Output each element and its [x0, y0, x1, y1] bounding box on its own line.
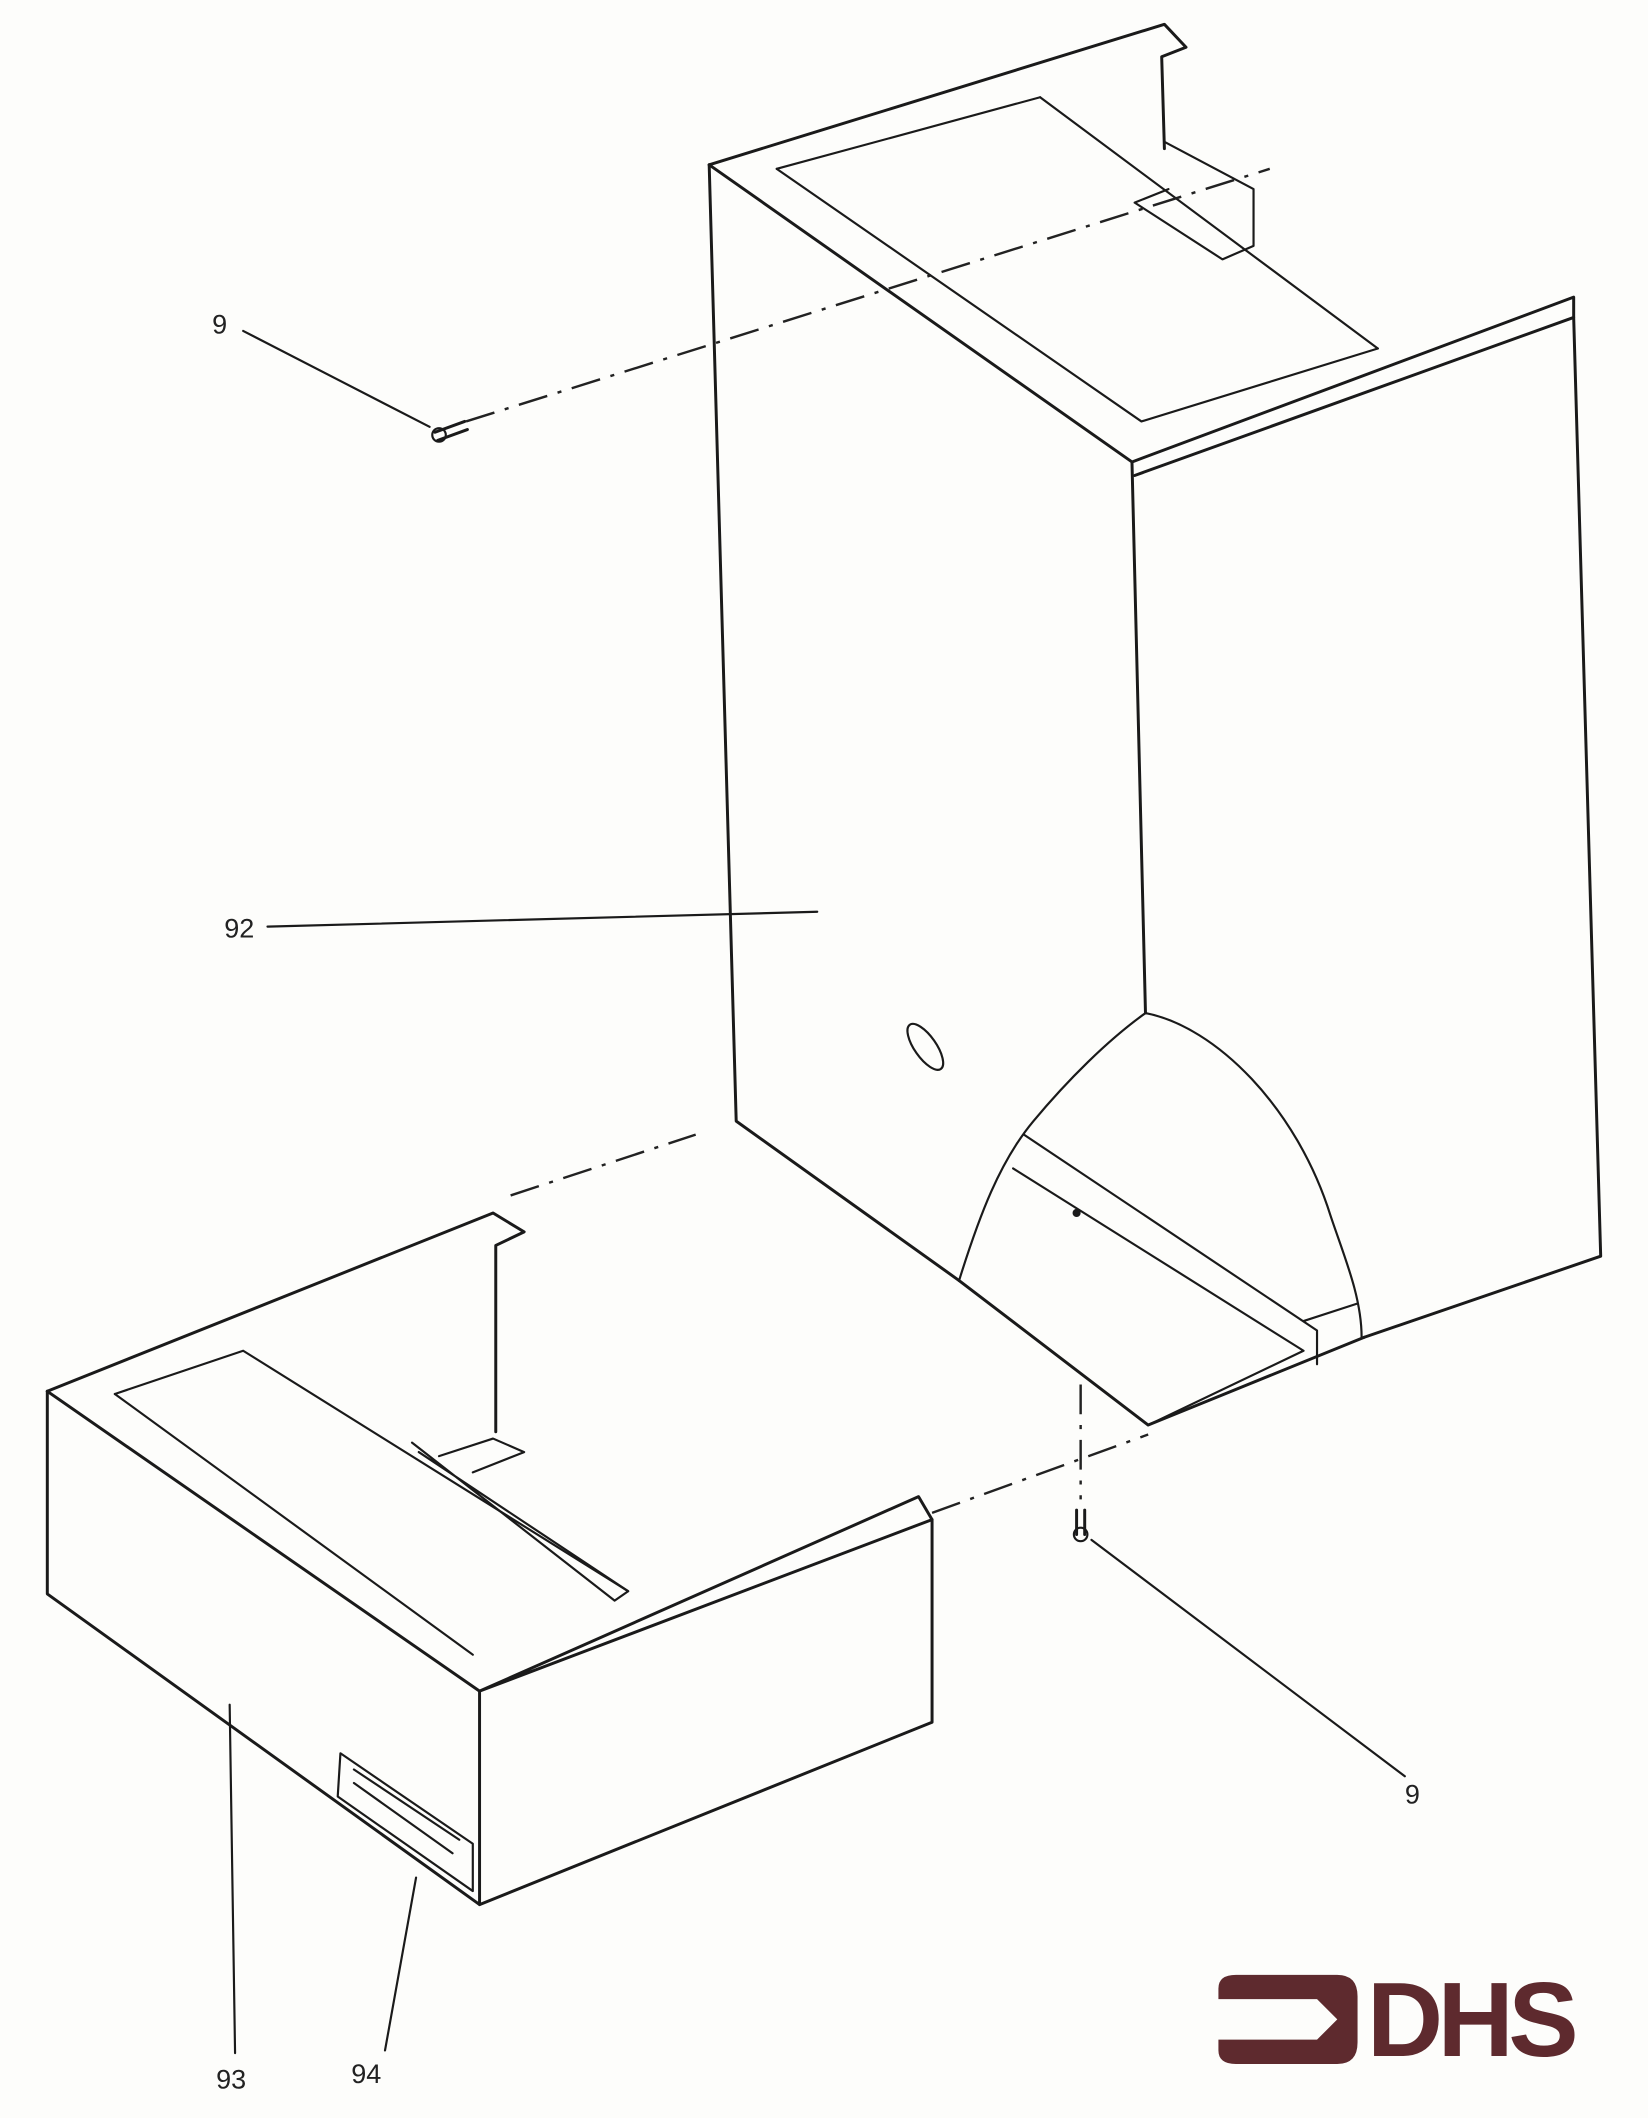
callout-9-top: 9 — [212, 310, 227, 340]
callout-9-bottom: 9 — [1405, 1779, 1420, 1809]
callout-94: 94 — [351, 2059, 381, 2089]
leader-lines — [228, 329, 1406, 2055]
assembly-lines — [465, 167, 1271, 1515]
callout-93: 93 — [216, 2064, 246, 2094]
callout-92: 92 — [224, 913, 254, 943]
dhs-logo: DHS — [1218, 1962, 1581, 2079]
screw-icon — [431, 419, 469, 443]
cabinet-part-92 — [707, 22, 1603, 1427]
screw-icon — [1072, 1508, 1089, 1543]
logo-text: DHS — [1367, 1962, 1575, 2079]
arrow-icon — [1218, 1974, 1358, 2064]
nameplate-part-94 — [336, 1752, 474, 1893]
base-part-93 — [45, 1211, 934, 1907]
